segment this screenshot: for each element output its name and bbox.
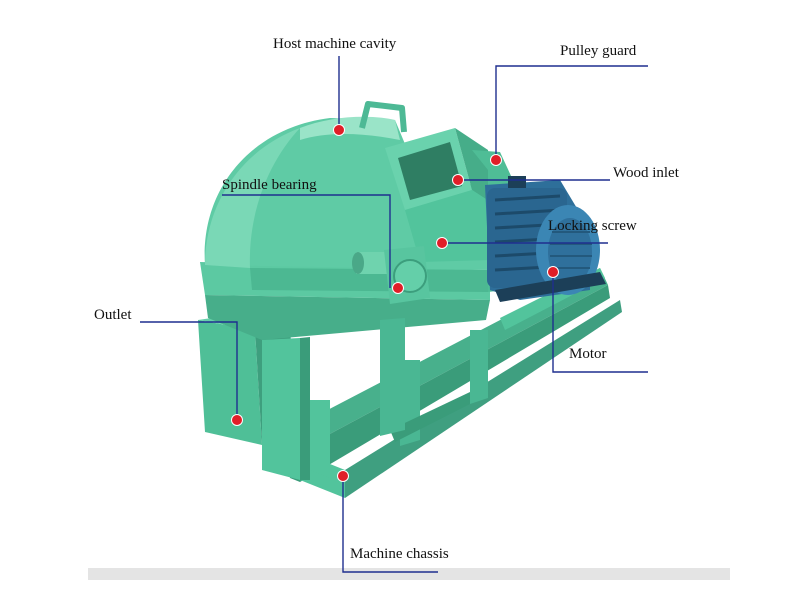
marker-locking-screw [436,237,448,249]
markers [231,124,559,482]
marker-machine-chassis [337,470,349,482]
label-locking-screw: Locking screw [548,218,637,234]
label-wood-inlet: Wood inlet [613,165,679,181]
leader-pulley-guard [495,65,648,160]
label-machine-chassis: Machine chassis [350,546,449,562]
wood-inlet-hopper [385,128,495,262]
leader-lines [140,56,648,573]
leader-outlet [140,321,238,420]
lifting-handle [359,101,407,133]
floor-strip [88,568,730,580]
motor [485,176,606,302]
leader-motor [552,272,648,373]
marker-outlet [231,414,243,426]
label-pulley-guard: Pulley guard [560,43,637,59]
marker-pulley-guard [490,154,502,166]
leader-machine-chassis [342,476,438,573]
marker-spindle-bearing [392,282,404,294]
label-outlet: Outlet [94,307,132,323]
marker-motor [547,266,559,278]
label-spindle-bearing: Spindle bearing [222,177,317,193]
label-host-machine-cavity: Host machine cavity [273,36,397,52]
marker-wood-inlet [452,174,464,186]
label-motor: Motor [569,346,607,362]
leader-spindle-bearing [222,194,391,288]
marker-host-cavity [333,124,345,136]
